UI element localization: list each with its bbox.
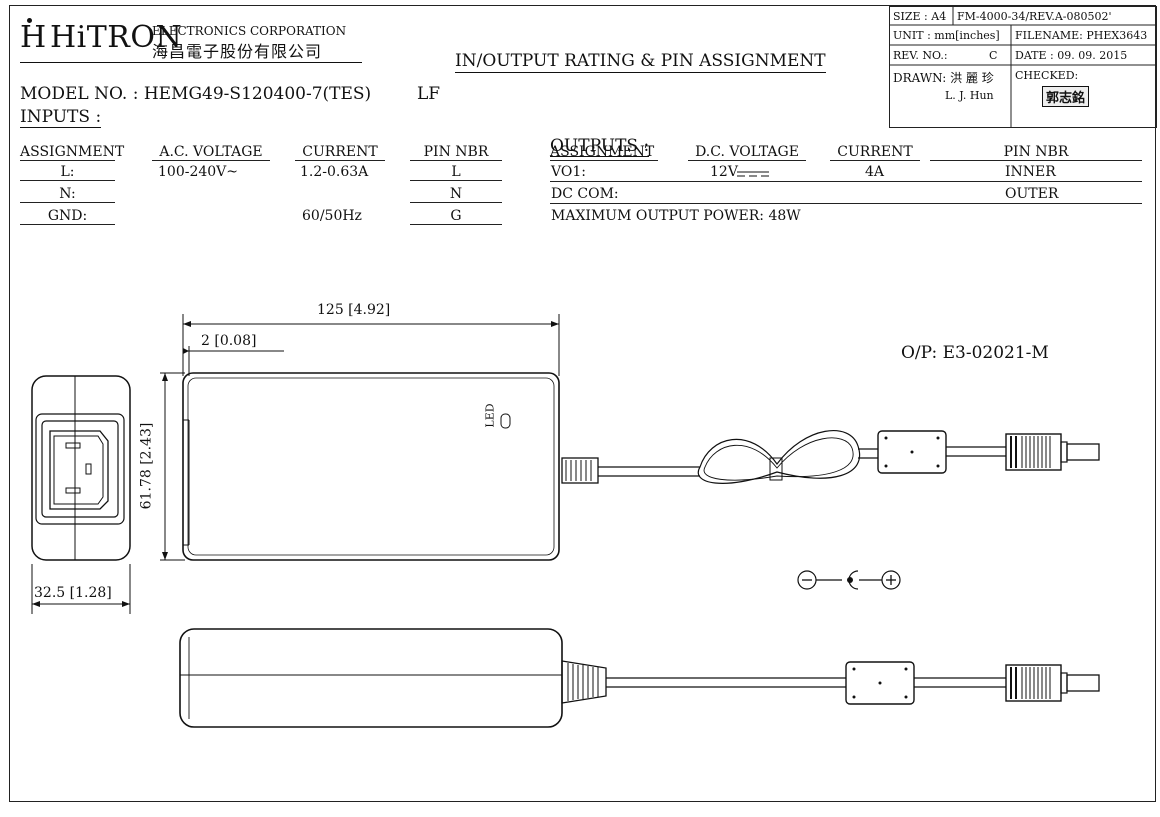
- model-number: MODEL NO. : HEMG49-S120400-7(TES): [20, 84, 372, 104]
- inputs-header-voltage: A.C. VOLTAGE: [152, 144, 270, 161]
- outputs-row-pin: OUTER: [1005, 186, 1059, 202]
- outputs-header-voltage: D.C. VOLTAGE: [688, 144, 806, 161]
- dim-offset-label: 2 [0.08]: [201, 333, 257, 349]
- led-indicator: [500, 413, 511, 429]
- inputs-row-assignment: N:: [20, 186, 115, 203]
- top-view-body-inner: [187, 377, 555, 556]
- side-view-body: [31, 375, 131, 561]
- inputs-header-pin: PIN NBR: [410, 144, 502, 161]
- rev-label: REV. NO.:: [893, 49, 948, 62]
- strain-relief-front: [561, 660, 607, 704]
- dim-length-label: 125 [4.92]: [317, 302, 391, 318]
- strain-relief-top: [561, 457, 599, 484]
- top-view-body: [182, 372, 560, 561]
- logo-underline: [20, 62, 362, 63]
- polarity-symbol: [797, 570, 901, 590]
- dc-plug-front: [1005, 664, 1100, 702]
- form-number: FM-4000-34/REV.A-080502': [957, 10, 1112, 23]
- ferrite-core-top: [877, 430, 947, 474]
- title-block-grid: [889, 6, 1157, 128]
- outputs-header-current: CURRENT: [830, 144, 920, 161]
- logo-mark: H: [20, 20, 47, 55]
- inputs-heading: INPUTS :: [20, 107, 102, 128]
- outputs-row-voltage: 12V: [710, 164, 738, 180]
- inputs-row-assignment: L:: [20, 164, 115, 181]
- ac-pin-l: [65, 442, 81, 449]
- ac-pin-n: [65, 487, 81, 494]
- cable-loop-inner: [703, 437, 854, 481]
- logo-name: HiTRON: [50, 20, 183, 55]
- arrow-head: [162, 552, 168, 560]
- front-view-body: [179, 628, 563, 728]
- unit-label: UNIT : mm[inches]: [893, 29, 1000, 42]
- inputs-header-current: CURRENT: [295, 144, 385, 161]
- drawing-sheet: H HiTRON ELECTRONICS CORPORATION 海昌電子股份有…: [9, 5, 1157, 802]
- ac-inlet-bezel: [35, 413, 125, 525]
- rev-value: C: [989, 49, 998, 62]
- dc-symbol-icon: [737, 171, 769, 177]
- inputs-row-pin: N: [410, 186, 502, 203]
- ac-pin-g: [85, 463, 92, 475]
- technical-drawing: [31, 314, 1100, 728]
- output-plug-label: O/P: E3-02021-M: [901, 343, 1049, 363]
- logo-dot: [27, 18, 32, 23]
- company-subtitle-zh: 海昌電子股份有限公司: [152, 42, 323, 61]
- outputs-header-pin: PIN NBR: [930, 144, 1142, 161]
- led-label: LED: [483, 403, 497, 428]
- company-subtitle-en: ELECTRONICS CORPORATION: [152, 24, 347, 38]
- document-title: IN/OUTPUT RATING & PIN ASSIGNMENT: [455, 51, 826, 73]
- outputs-row-divider: [550, 203, 1142, 204]
- drawing-date: DATE : 09. 09. 2015: [1015, 49, 1128, 62]
- filename: FILENAME: PHEX3643: [1015, 29, 1148, 42]
- dim-width-label: 61.78 [2.43]: [138, 422, 155, 510]
- outputs-row-divider: [550, 181, 1142, 182]
- arrow-head: [551, 321, 559, 327]
- arrow-head: [183, 348, 189, 354]
- max-output-power: MAXIMUM OUTPUT POWER: 48W: [551, 208, 801, 224]
- ferrite-core-front: [845, 661, 915, 705]
- title-block: SIZE : A4 FM-4000-34/REV.A-080502' UNIT …: [889, 6, 1157, 128]
- arrow-head: [32, 601, 40, 607]
- checked-label: CHECKED:: [1015, 69, 1079, 82]
- outputs-row-pin: INNER: [1005, 164, 1056, 180]
- inputs-row-pin: G: [410, 208, 502, 225]
- outputs-heading: OUTPUTS :: [550, 136, 650, 157]
- inputs-row-voltage: 100-240V~: [158, 164, 239, 180]
- arrow-head: [183, 321, 191, 327]
- cable-loop: [697, 430, 861, 484]
- outputs-header-assignment: ASSIGNMENT: [550, 144, 658, 161]
- inputs-row-pin: L: [410, 164, 502, 181]
- inputs-row-current: 60/50Hz: [302, 208, 362, 224]
- inputs-row-assignment: GND:: [20, 208, 115, 225]
- size-label: SIZE : A4: [893, 10, 947, 23]
- ac-inlet-socket: [49, 430, 109, 510]
- inputs-row-current: 1.2-0.63A: [300, 164, 369, 180]
- outputs-row-assignment: VO1:: [551, 164, 586, 180]
- checked-stamp: 郭志銘: [1042, 86, 1090, 107]
- dim-depth-label: 32.5 [1.28]: [34, 585, 112, 601]
- model-suffix: LF: [417, 84, 441, 104]
- cable-tie: [769, 457, 783, 481]
- outputs-row-assignment: DC COM:: [551, 186, 619, 202]
- dc-plug-top: [1005, 433, 1100, 471]
- drawn-by-label: DRAWN: 洪 麗 珍: [893, 71, 994, 85]
- arrow-head: [162, 373, 168, 381]
- outputs-row-current: 4A: [865, 164, 885, 180]
- ac-inlet-socket-inner: [53, 435, 104, 505]
- ac-inlet-frame: [41, 420, 119, 518]
- drawn-by-name: L. J. Hun: [945, 89, 994, 102]
- inputs-header-assignment: ASSIGNMENT: [20, 144, 125, 161]
- arrow-head: [122, 601, 130, 607]
